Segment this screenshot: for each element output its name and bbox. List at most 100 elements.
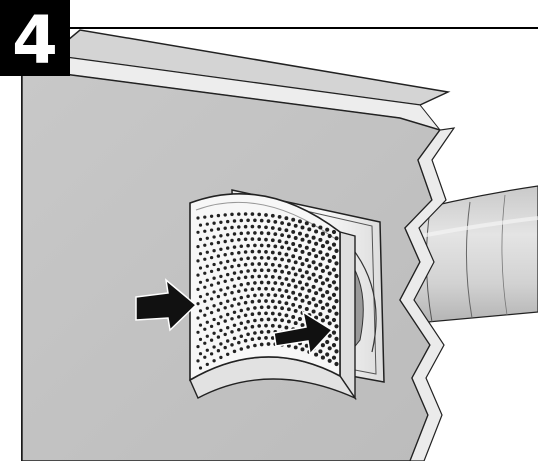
perforation-hole [320, 293, 325, 298]
perforation-hole [212, 304, 216, 308]
perforation-hole [230, 317, 234, 321]
perforation-hole [293, 284, 298, 289]
perforation-hole [250, 212, 255, 216]
perforation-hole [196, 273, 200, 277]
perforation-hole [226, 286, 230, 290]
perforation-hole [250, 324, 255, 329]
perforation-hole [243, 300, 248, 305]
perforation-hole [284, 264, 289, 269]
perforation-hole [216, 321, 221, 326]
perforation-hole [198, 295, 203, 299]
perforation-hole [196, 359, 200, 363]
perforation-hole [314, 266, 319, 271]
perforation-hole [293, 296, 298, 301]
perforation-hole [216, 213, 221, 218]
perforation-hole [307, 251, 312, 256]
perforation-hole [334, 261, 339, 266]
perforation-hole [212, 221, 216, 225]
perforation-hole [311, 223, 316, 228]
perforation-hole [198, 352, 203, 356]
perforation-hole [232, 310, 237, 315]
perforation-hole [196, 287, 200, 291]
perforation-hole [293, 248, 298, 253]
perforation-hole [304, 282, 309, 287]
perforation-hole [253, 268, 257, 273]
perforation-hole [300, 298, 305, 303]
perforation-hole [259, 330, 264, 334]
perforation-hole [320, 343, 325, 348]
perforation-hole [237, 225, 241, 229]
perforation-hole [331, 229, 337, 235]
perforation-hole [205, 264, 209, 268]
perforation-hole [284, 216, 289, 221]
perforation-hole [219, 274, 223, 279]
perforation-hole [334, 361, 339, 367]
perforation-hole [250, 224, 255, 229]
perforation-hole [318, 250, 323, 255]
perforation-hole [273, 244, 278, 249]
perforation-hole [320, 281, 325, 286]
perforation-hole [203, 285, 207, 289]
perforation-hole [257, 237, 262, 242]
perforation-hole [284, 301, 289, 306]
perforation-hole [264, 237, 268, 242]
perforation-hole [257, 224, 262, 229]
perforation-hole [293, 223, 298, 228]
perforation-hole [277, 312, 282, 317]
perforation-hole [280, 233, 284, 238]
perforation-hole [196, 316, 200, 320]
perforation-hole [230, 212, 234, 217]
perforation-hole [280, 318, 284, 323]
perforation-hole [209, 283, 214, 287]
perforation-hole [280, 257, 284, 262]
perforation-hole [246, 243, 250, 248]
perforation-hole [216, 281, 221, 285]
perforation-hole [266, 231, 271, 236]
perforation-hole [205, 292, 209, 296]
perforation-hole [327, 321, 332, 326]
perforation-hole [270, 299, 275, 304]
perforation-hole [226, 233, 230, 237]
perforation-hole [216, 240, 221, 245]
perforation-hole [209, 338, 214, 342]
perforation-hole [320, 231, 325, 236]
perforation-hole [331, 267, 337, 272]
perforation-hole [270, 287, 275, 291]
perforation-hole [300, 274, 305, 279]
perforation-hole [237, 238, 241, 242]
perforation-hole [250, 274, 255, 279]
perforation-hole [239, 257, 244, 261]
perforation-hole [273, 256, 278, 261]
perforation-hole [273, 293, 278, 298]
perforation-hole [237, 340, 241, 345]
perforation-hole [253, 343, 257, 348]
perforation-hole [293, 345, 298, 350]
perforation-hole [325, 240, 330, 245]
perforation-hole [318, 349, 323, 354]
perforation-hole [318, 287, 323, 292]
perforation-hole [266, 317, 271, 322]
perforation-hole [291, 266, 296, 271]
perforation-hole [223, 226, 227, 230]
perforation-hole [259, 243, 264, 248]
perforation-hole [264, 336, 268, 340]
perforation-hole [205, 250, 209, 254]
perforation-hole [334, 311, 339, 316]
perforation-hole [246, 218, 250, 223]
perforation-hole [216, 294, 221, 299]
perforation-hole [230, 225, 234, 230]
perforation-hole [307, 227, 312, 232]
perforation-hole [196, 302, 200, 306]
perforation-hole [284, 289, 289, 294]
perforation-hole [203, 229, 207, 233]
perforation-hole [198, 266, 203, 270]
duct-pipe [394, 185, 538, 326]
perforation-hole [318, 225, 323, 230]
perforation-hole [334, 286, 339, 291]
perforation-hole [298, 219, 302, 224]
perforation-hole [331, 305, 337, 310]
perforation-hole [325, 227, 330, 232]
perforation-hole [270, 262, 275, 267]
perforation-hole [266, 342, 271, 346]
perforation-hole [212, 235, 216, 239]
